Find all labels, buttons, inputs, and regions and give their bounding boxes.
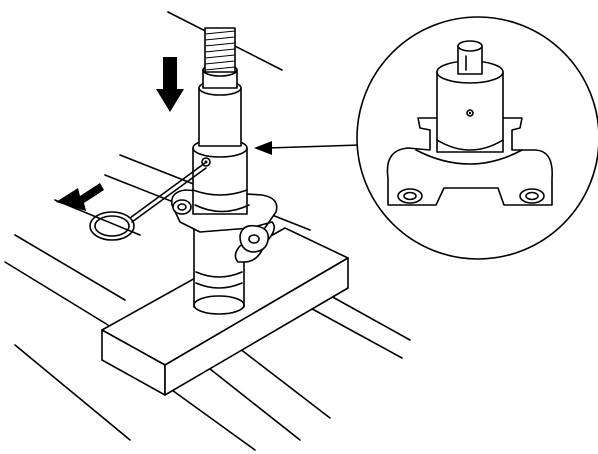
insert-pin-arrow <box>56 183 104 211</box>
locking-pin <box>89 162 207 241</box>
tensioner-lower-body <box>193 224 245 315</box>
press-down-arrow <box>156 57 184 112</box>
tensioner-plunger <box>198 63 242 147</box>
press-rod <box>204 27 236 73</box>
detail-callout-arrow <box>254 141 361 155</box>
detail-view <box>356 16 598 260</box>
tensioner-upper-body <box>192 138 250 215</box>
